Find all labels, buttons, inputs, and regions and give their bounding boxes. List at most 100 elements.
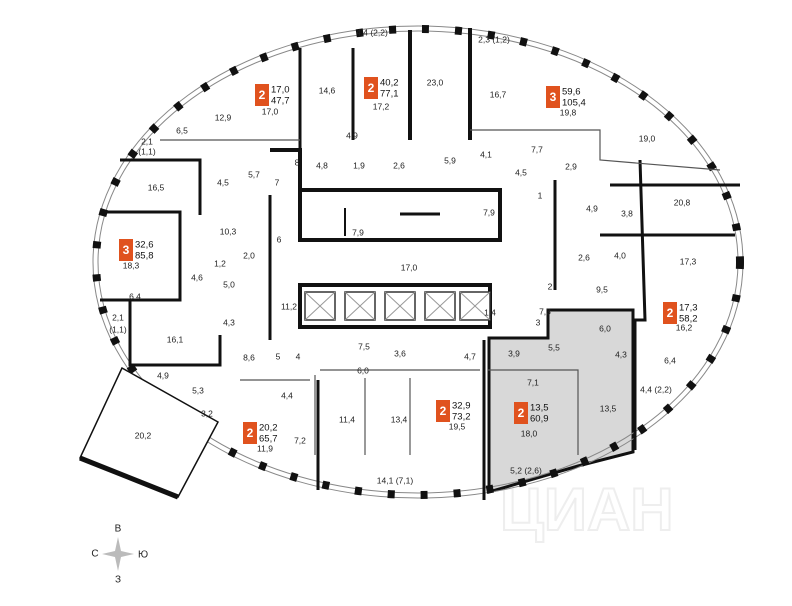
room-area-label: 7,7 — [531, 144, 543, 154]
room-area-label: 4 — [296, 351, 301, 361]
elevator-shaft — [384, 291, 416, 321]
total-area: 105,4 — [562, 98, 586, 109]
room-area-label: 14,6 — [319, 85, 336, 95]
selected-apartment-highlight[interactable] — [487, 308, 635, 495]
facade-columns — [92, 25, 744, 499]
apartment-badge[interactable]: 2 17,047,7 — [255, 84, 290, 107]
room-area-label: 6 — [277, 234, 282, 244]
compass-south: З — [115, 575, 121, 586]
apartment-badge[interactable]: 2 40,277,1 — [364, 77, 399, 100]
room-area-label: (1,1) — [109, 324, 127, 334]
room-area-label: 7,2 — [294, 435, 306, 445]
room-area-label: 2,0 — [243, 250, 255, 260]
room-area-label: 3,9 — [508, 348, 520, 358]
room-area-label: 2,3 (1,2) — [478, 34, 510, 44]
watermark: ЦИАН — [500, 476, 674, 543]
room-area-label: 5,9 — [444, 155, 456, 165]
room-area-label: 17,0 — [262, 106, 279, 116]
room-area-label: 1 — [538, 190, 543, 200]
room-area-label: 16,5 — [148, 182, 165, 192]
apartment-badge[interactable]: 2 20,265,7 — [243, 422, 278, 445]
room-area-label: 6,0 — [357, 365, 369, 375]
room-area-label: 18,3 — [123, 260, 140, 270]
room-area-label: 4,4 — [281, 390, 293, 400]
room-area-label: 4,7 — [464, 351, 476, 361]
total-area: 73,2 — [452, 412, 471, 423]
room-area-label: 7,3 — [539, 306, 551, 316]
room-area-label: 14,1 (7,1) — [377, 475, 414, 485]
room-area-label: 2,1 — [112, 312, 124, 322]
room-area-label: 6,4 — [664, 355, 676, 365]
room-area-label: 4,5 — [217, 177, 229, 187]
room-area-label: 17,3 — [680, 256, 697, 266]
living-area: 40,2 — [380, 78, 399, 89]
room-area-label: 2,9 — [565, 161, 577, 171]
room-area-label: 2,6 — [578, 252, 590, 262]
room-count: 2 — [259, 88, 266, 102]
room-area-label: (1,1) — [138, 146, 156, 156]
room-count: 2 — [440, 404, 447, 418]
room-area-label: 20,2 — [135, 430, 152, 440]
room-area-label: 3,6 — [394, 348, 406, 358]
room-area-label: 7,5 — [358, 341, 370, 351]
elevator-shaft — [424, 291, 456, 321]
room-area-label: 5,2 (2,6) — [510, 465, 542, 475]
room-area-label: 9,5 — [596, 284, 608, 294]
room-area-label: 23,0 — [427, 77, 444, 87]
room-area-label: 19,5 — [449, 421, 466, 431]
elevators — [304, 291, 491, 321]
room-area-label: 4,5 — [515, 167, 527, 177]
room-count: 2 — [247, 426, 254, 440]
room-area-label: 7,1 — [527, 377, 539, 387]
total-area: 60,9 — [530, 414, 549, 425]
total-area: 65,7 — [259, 434, 278, 445]
room-area-label: 2,6 — [393, 160, 405, 170]
room-area-label: 3,2 — [201, 408, 213, 418]
living-area: 32,6 — [135, 240, 154, 251]
room-area-label: 4,1 — [480, 149, 492, 159]
living-area: 17,0 — [271, 85, 290, 96]
room-area-label: 1,4 — [484, 307, 496, 317]
walls — [100, 28, 740, 500]
compass-east: Ю — [138, 550, 148, 561]
room-area-label: 4,9 — [586, 203, 598, 213]
room-area-label: 2,1 — [141, 136, 153, 146]
living-area: 13,5 — [530, 403, 549, 414]
total-area: 77,1 — [380, 89, 399, 100]
room-area-label: 6,0 — [599, 323, 611, 333]
room-area-label: 2 — [548, 281, 553, 291]
room-area-label: 5,3 — [192, 385, 204, 395]
stair-core — [298, 188, 502, 242]
room-area-label: 4,0 — [614, 250, 626, 260]
elevator-shaft — [304, 291, 336, 321]
compass-west: С — [91, 549, 98, 560]
total-area: 47,7 — [271, 96, 290, 107]
room-area-label: 1,9 — [353, 160, 365, 170]
room-count: 2 — [667, 306, 674, 320]
room-area-label: 4,9 — [157, 370, 169, 380]
room-area-label: 16,2 — [676, 322, 693, 332]
living-area: 20,2 — [259, 423, 278, 434]
room-area-label: 4,3 — [615, 349, 627, 359]
room-area-label: 3,8 — [621, 208, 633, 218]
room-area-label: 19,8 — [560, 107, 577, 117]
room-area-label: 5,5 — [548, 342, 560, 352]
room-area-label: 11,9 — [257, 443, 273, 453]
room-area-label: 8 — [295, 157, 300, 167]
room-area-label: 4,4 (2,2) — [640, 384, 672, 394]
room-count: 2 — [368, 81, 375, 95]
room-area-label: 20,8 — [674, 197, 691, 207]
room-area-label: 5 — [276, 351, 281, 361]
room-area-label: 4,4 (2,2) — [356, 27, 388, 37]
room-area-label: 5,0 — [223, 279, 235, 289]
living-area: 59,6 — [562, 87, 581, 98]
room-area-label: 11,2 — [281, 301, 297, 311]
room-count: 3 — [123, 243, 130, 257]
room-area-label: 4,8 — [316, 160, 328, 170]
